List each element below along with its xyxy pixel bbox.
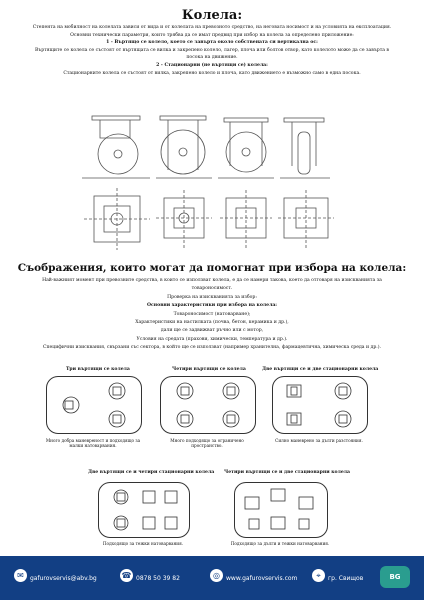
wheel-layout-drawing (244, 488, 314, 530)
caster-plate-view-3 (220, 190, 272, 248)
layout-caption: Силно маневрено за дълги разстояния. (275, 438, 363, 443)
layout-caption: Много добра маневреност и подходящо за м… (45, 438, 141, 449)
layout-title: Три въртящи се колела (66, 367, 130, 372)
layout-caption: Подходящо за дълги и тежки натоварвания. (230, 541, 330, 546)
intro-paragraph: Стационарните колела се състоят от вилка… (63, 70, 361, 76)
intro-paragraph: 1 - Въртящо се колело, което се завърта … (106, 40, 318, 46)
layout-diagram-two-swivel-four-fixed (98, 482, 190, 538)
location-icon: ⌖ (312, 569, 325, 582)
tip-line: Условия на средата (прахови, химически, … (136, 336, 288, 342)
intro-paragraph: Степента на мобилност на колелата зависи… (32, 25, 392, 30)
selection-tips: Най-важният момент при превозните средст… (30, 277, 394, 353)
caster-technical-drawings (82, 115, 334, 250)
layout-diagram-four-swivel (160, 376, 256, 434)
caster-plate-view-2 (156, 190, 212, 248)
layout-title: Две въртящи се и две стационарни колела (262, 367, 379, 372)
intro-paragraph: 2 - Стационарни (не въртящи се) колела: (156, 62, 268, 68)
caster-side-view-swivel (82, 115, 150, 179)
caster-front-view-fixed (280, 117, 330, 179)
layout-title: Четири въртящи се колела (172, 367, 246, 372)
tip-line: Проверка на изискванията за избор: (167, 294, 257, 300)
tip-line: дали ще се задвижват ръчно или с мотор, (160, 328, 264, 334)
globe-icon: ◎ (210, 569, 223, 582)
layout-diagram-two-swivel-two-fixed (272, 376, 368, 434)
wheel-layout-drawing (62, 382, 126, 428)
caster-front-view-swivel (156, 115, 212, 179)
caster-plate-view-1 (84, 188, 150, 250)
caster-plate-view-4 (278, 190, 334, 248)
mail-icon: ✉ (14, 569, 27, 582)
layout-diagram-three-swivel (46, 376, 142, 434)
caster-side-view-fixed (218, 117, 274, 179)
footer-email[interactable]: gafurovservis@abv.bg (30, 575, 97, 582)
tip-line: Най-важният момент при превозните средст… (42, 278, 382, 292)
tip-line: Основни характеристики при избора на кол… (147, 303, 277, 309)
footer-website[interactable]: www.gafurovservis.com (226, 575, 298, 582)
tip-line: Характеристики на настилката (почва, бет… (135, 320, 289, 326)
wheel-layout-drawing (176, 382, 240, 428)
page-title: Колела: (181, 8, 243, 23)
layout-title: Четири въртящи се и две стационарни коле… (224, 470, 350, 475)
layout-caption: Много подходящо за ограничено пространст… (170, 438, 244, 449)
tip-line: Товароносимост (натоварване); (173, 311, 251, 317)
layout-caption: Подходящо за тежки натоварвания. (102, 541, 184, 546)
footer-city: гр. Свищов (328, 575, 364, 582)
intro-paragraph: Въртящите се колела се състоят от въртящ… (34, 47, 390, 61)
brand-badge-logo: BG (380, 566, 410, 588)
phone-icon: ☎ (120, 569, 133, 582)
wheel-layout-drawing (286, 382, 352, 428)
intro-paragraph: Основни технически параметри, които тряб… (70, 32, 354, 38)
footer-phone[interactable]: 0878 50 39 82 (136, 575, 180, 582)
section-title: Съображения, които могат да помогнат при… (17, 262, 407, 274)
intro-text: Степента на мобилност на колелата зависи… (26, 24, 398, 77)
wheel-layout-drawing (113, 489, 178, 531)
layout-title: Две въртящи се и четири стационарни коле… (88, 470, 215, 475)
tip-line: Специфични изисквания, свързани със сект… (42, 345, 382, 351)
layout-diagram-four-swivel-two-fixed (234, 482, 328, 538)
